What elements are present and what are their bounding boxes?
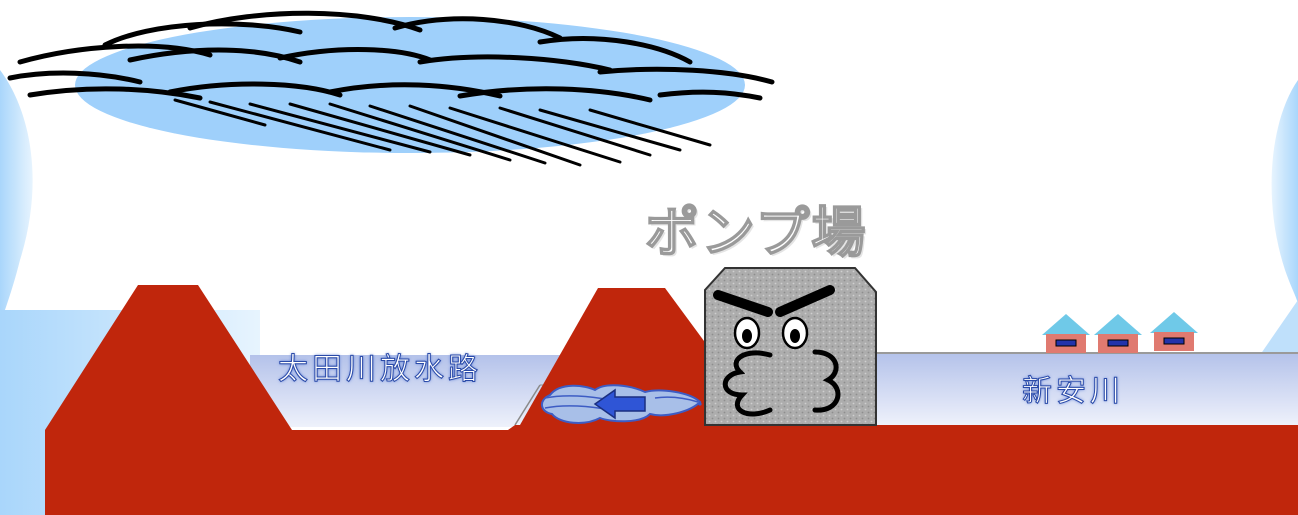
house-icon [1094, 314, 1142, 353]
house-icon [1150, 312, 1198, 351]
right-river-label: 新安川 [1022, 374, 1124, 410]
rain-cloud-icon [7, 10, 775, 167]
outflow-arrow-icon [541, 384, 714, 424]
house-icon [1042, 314, 1090, 353]
pump-face-icon [704, 267, 877, 426]
left-river-label: 太田川放水路 [278, 352, 482, 388]
left-levee [45, 285, 292, 430]
pump-station-title: ポンプ場 [644, 200, 868, 265]
houses [1042, 312, 1198, 353]
right-river-water [875, 352, 1298, 425]
